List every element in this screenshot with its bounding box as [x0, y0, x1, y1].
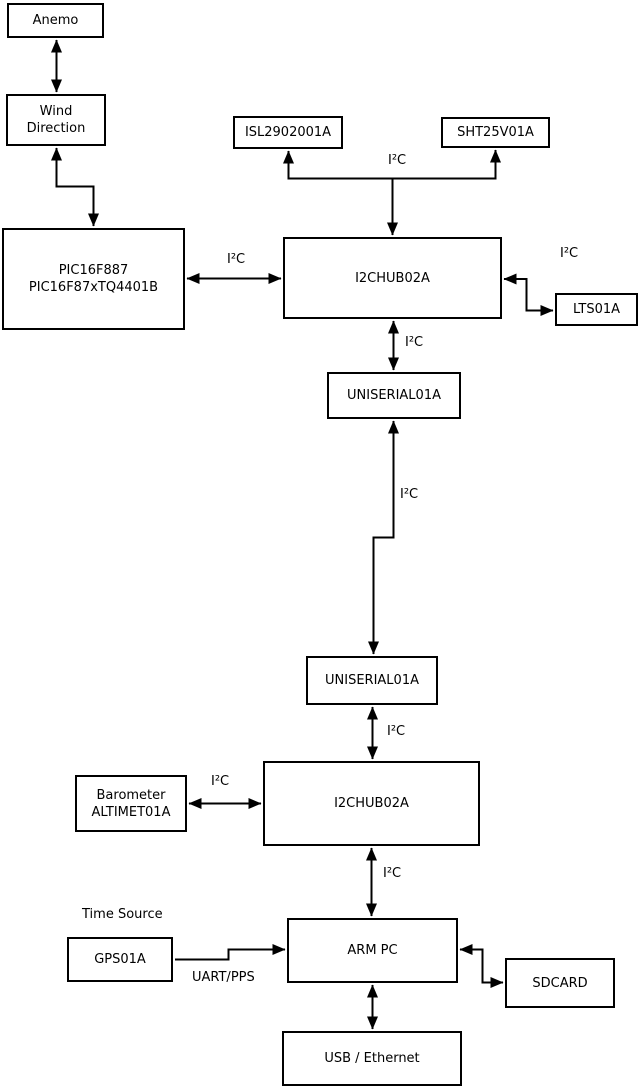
node-gps: GPS01A — [67, 937, 173, 982]
node-uniserial-lower: UNISERIAL01A — [306, 656, 438, 705]
node-arm-pc: ARM PC — [287, 918, 458, 983]
bus-label-i2c-hub1-uniserial: I²C — [405, 335, 424, 350]
node-wind-direction: Wind Direction — [6, 94, 106, 146]
node-sht-sensor: SHT25V01A — [441, 117, 550, 148]
node-anemometer: Anemo — [7, 3, 104, 38]
node-i2c-hub-upper: I2CHUB02A — [283, 237, 502, 319]
link-wind-pic — [51, 147, 99, 227]
annotation-uart-pps: UART/PPS — [192, 970, 255, 985]
link-hub1-lts — [503, 273, 554, 316]
link-gps-armpc — [175, 944, 286, 961]
node-usb-ethernet: USB / Ethernet — [282, 1031, 462, 1086]
bus-label-i2c-sensor-branch: I²C — [388, 153, 407, 168]
node-sdcard: SDCARD — [505, 958, 615, 1008]
node-isl-sensor: ISL2902001A — [233, 116, 343, 149]
link-uniserial1-uniserial2 — [368, 420, 399, 655]
bus-label-i2c-pic-hub1: I²C — [227, 252, 246, 267]
link-armpc-sdcard — [459, 944, 504, 988]
bus-label-i2c-barometer: I²C — [211, 774, 230, 789]
node-lts-sensor: LTS01A — [555, 293, 638, 326]
bus-label-i2c-uniserial-hub2: I²C — [387, 724, 406, 739]
node-i2c-hub-lower: I2CHUB02A — [263, 761, 480, 846]
bus-label-i2c-hub2-armpc: I²C — [383, 866, 402, 881]
node-pic-microcontroller: PIC16F887 PIC16F87xTQ4401B — [2, 228, 185, 330]
bus-label-i2c-long-link: I²C — [400, 487, 419, 502]
node-barometer: Barometer ALTIMET01A — [75, 775, 187, 832]
bus-label-i2c-lts: I²C — [560, 246, 579, 261]
node-uniserial-upper: UNISERIAL01A — [327, 372, 461, 419]
annotation-time-source: Time Source — [82, 907, 163, 922]
